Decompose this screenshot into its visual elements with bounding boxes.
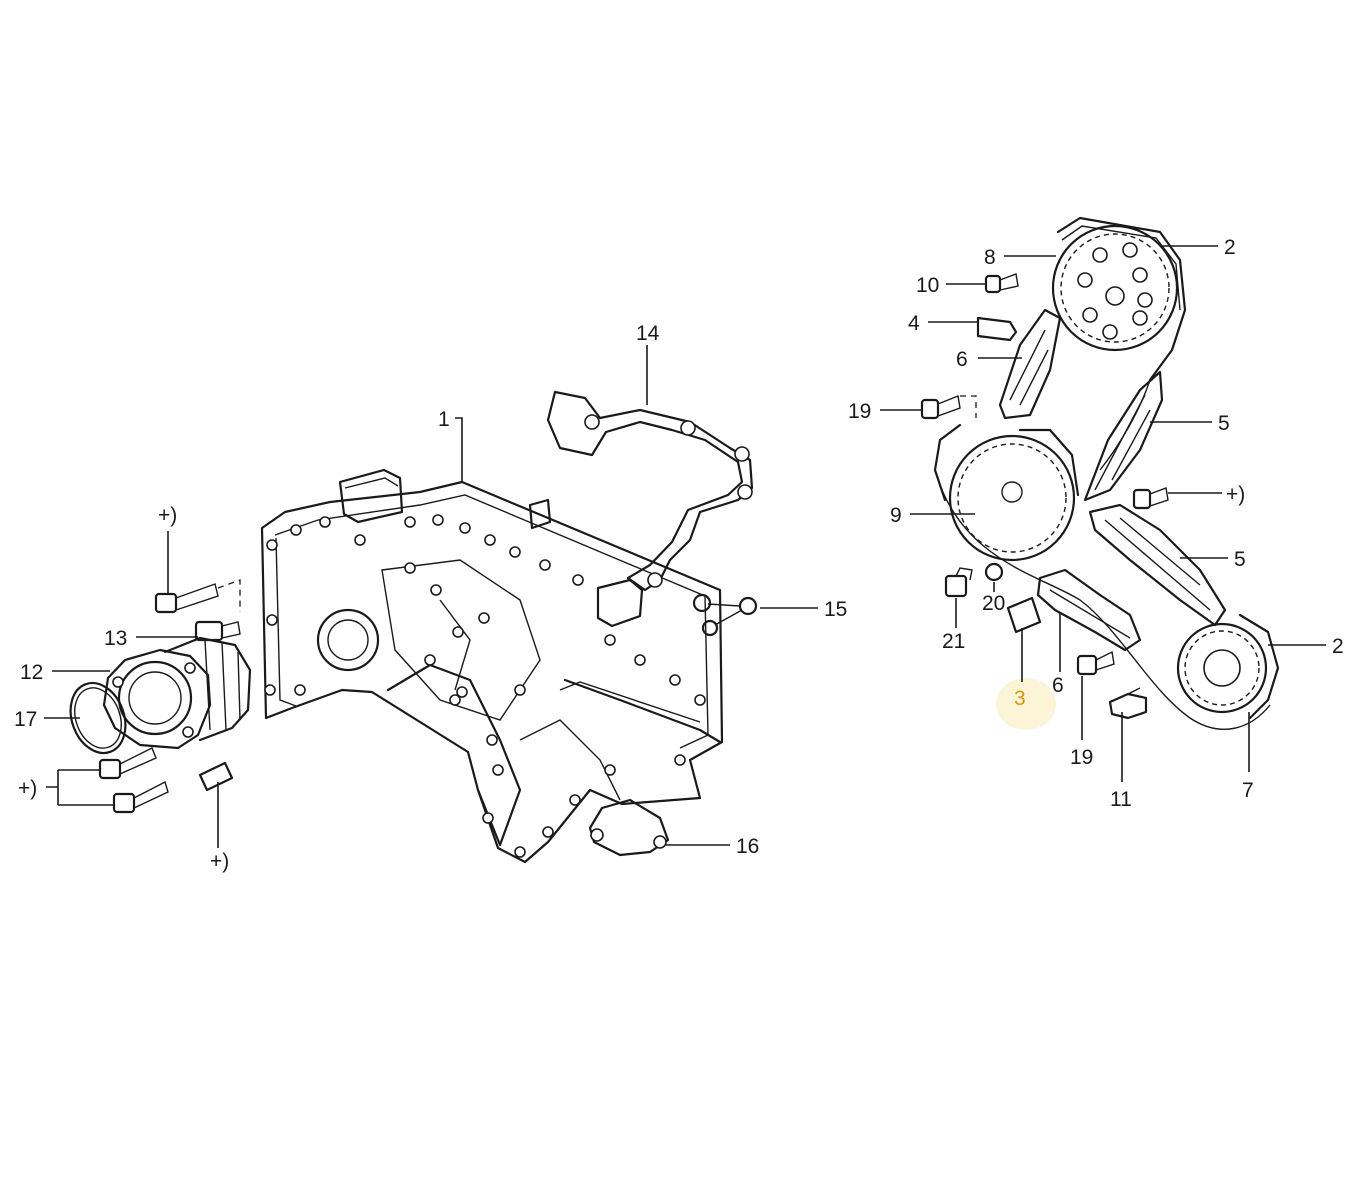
callout-9: 9 [890, 504, 902, 527]
callout-6-bottom: 6 [1052, 674, 1064, 697]
callout-19-left: 19 [848, 400, 871, 423]
callout-8: 8 [984, 246, 996, 269]
callout-plus-right: +) [1226, 483, 1245, 506]
callout-11: 11 [1110, 788, 1132, 811]
upper-camshaft-sprocket [1051, 224, 1179, 352]
callout-plus-left: +) [18, 777, 37, 800]
cover-gasket-upper [546, 390, 754, 592]
callout-12: 12 [20, 661, 43, 684]
callout-labels: 1 14 15 16 +) 13 12 17 +) +) 8 2 10 4 6 … [14, 236, 1344, 873]
leaders-left [44, 345, 818, 848]
timing-chains [933, 216, 1280, 730]
callout-plus-bottom: +) [210, 850, 229, 873]
callout-19-bottom: 19 [1070, 746, 1093, 769]
callout-2-bottom: 2 [1332, 635, 1344, 658]
callout-15: 15 [824, 598, 847, 621]
callout-6-top: 6 [956, 348, 968, 371]
water-pump-assembly [69, 636, 252, 755]
callout-16: 16 [736, 835, 759, 858]
callout-7: 7 [1242, 779, 1254, 802]
callout-plus-top-left: +) [158, 504, 177, 527]
oring-seals [692, 593, 758, 637]
callout-5-top: 5 [1218, 412, 1230, 435]
middle-sprocket [948, 434, 1076, 562]
callout-4: 4 [908, 312, 920, 335]
callout-17: 17 [14, 708, 37, 731]
lower-gasket [588, 798, 670, 857]
chain-guides [998, 308, 1227, 652]
callout-20: 20 [982, 592, 1005, 615]
callout-14: 14 [636, 322, 660, 345]
callout-1: 1 [438, 408, 450, 431]
lower-sprocket [1176, 622, 1268, 714]
small-parts-right [920, 273, 1169, 720]
cover-bolt-holes [264, 514, 706, 858]
callout-3: 3 [1014, 687, 1026, 710]
bolts-plus-group [98, 579, 241, 814]
callout-13: 13 [104, 627, 127, 650]
leaders-right [880, 245, 1326, 782]
callout-5-bottom: 5 [1234, 548, 1246, 571]
highlight-glow [996, 678, 1056, 730]
callout-2-top: 2 [1224, 236, 1236, 259]
timing-cover-housing [260, 468, 724, 864]
callout-10: 10 [916, 274, 939, 297]
callout-21: 21 [942, 630, 965, 653]
bolt-13 [194, 620, 241, 642]
